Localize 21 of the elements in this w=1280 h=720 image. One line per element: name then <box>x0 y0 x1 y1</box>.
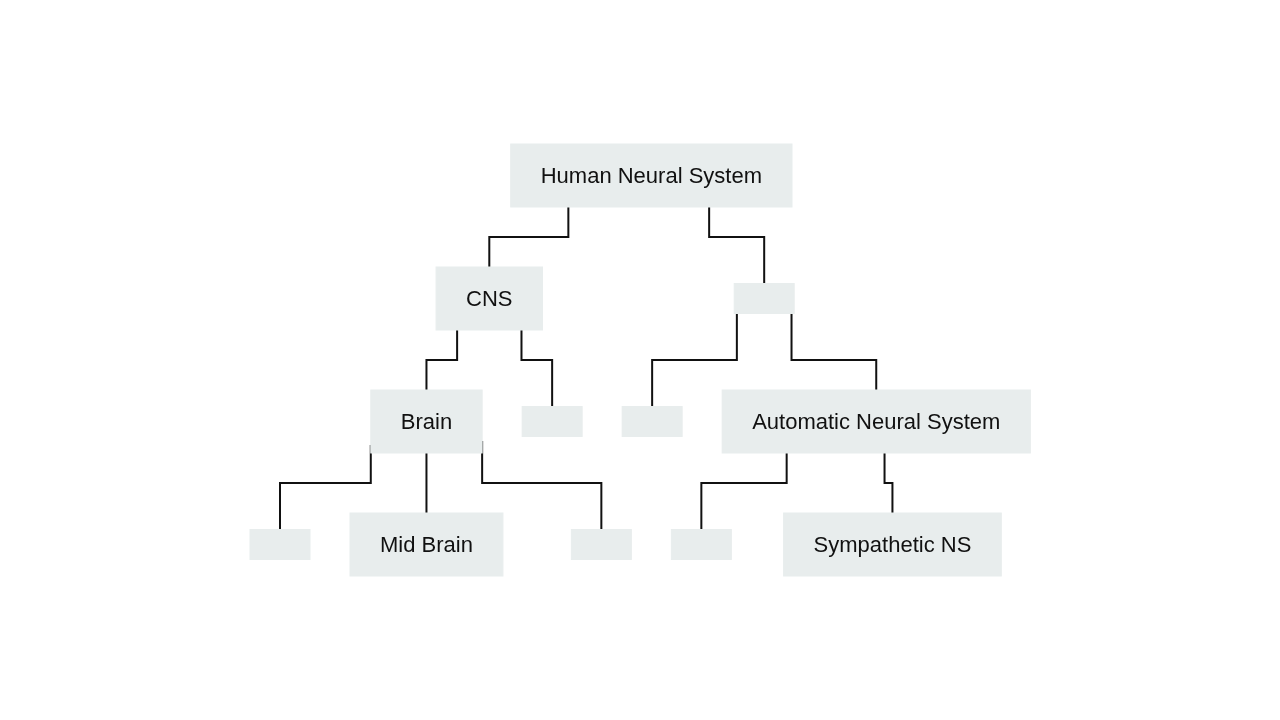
node-box: Human Neural System <box>510 143 793 208</box>
node-box: Automatic Neural System <box>721 389 1031 454</box>
node-box: CNS <box>435 266 543 331</box>
connector <box>425 329 458 391</box>
connector <box>708 206 765 285</box>
connector <box>520 329 553 408</box>
connector <box>650 312 738 408</box>
node-box <box>733 283 795 314</box>
connector <box>425 452 428 514</box>
node-box <box>670 529 732 560</box>
node-box: Mid Brain <box>349 512 504 577</box>
connector <box>883 452 894 514</box>
connector <box>790 312 878 391</box>
connector <box>488 206 570 268</box>
connector <box>700 452 788 531</box>
node-box <box>521 406 583 437</box>
node-box <box>621 406 683 437</box>
node-box: Brain <box>370 389 483 454</box>
node-box <box>249 529 311 560</box>
node-box: Sympathetic NS <box>782 512 1002 577</box>
node-box <box>570 529 632 560</box>
